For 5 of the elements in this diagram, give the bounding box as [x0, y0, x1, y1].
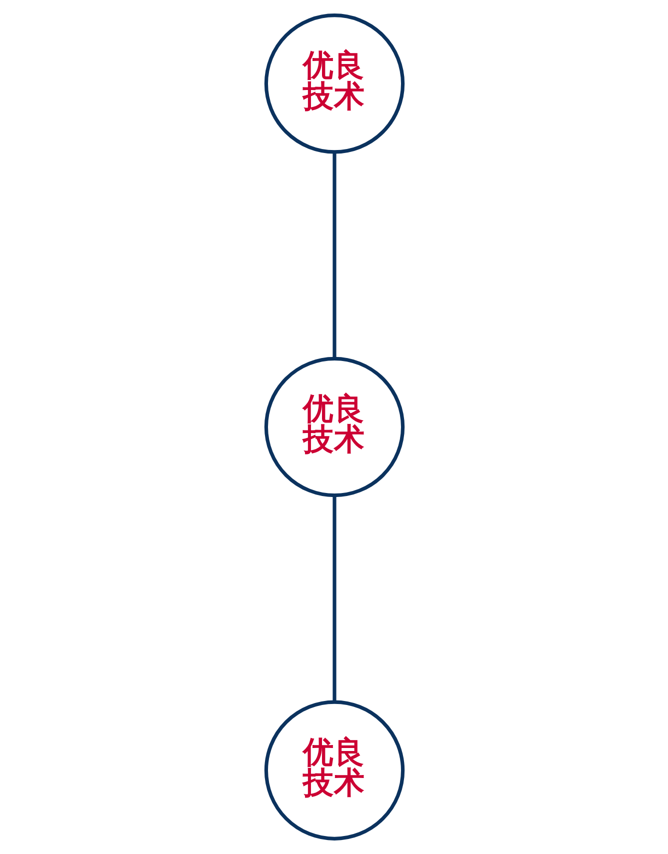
node-circle: 优良技术	[264, 700, 404, 840]
node-circle: 优良技术	[264, 356, 404, 498]
connector	[332, 152, 336, 358]
connector	[332, 496, 336, 702]
node-circle: 优良技术	[264, 14, 404, 154]
